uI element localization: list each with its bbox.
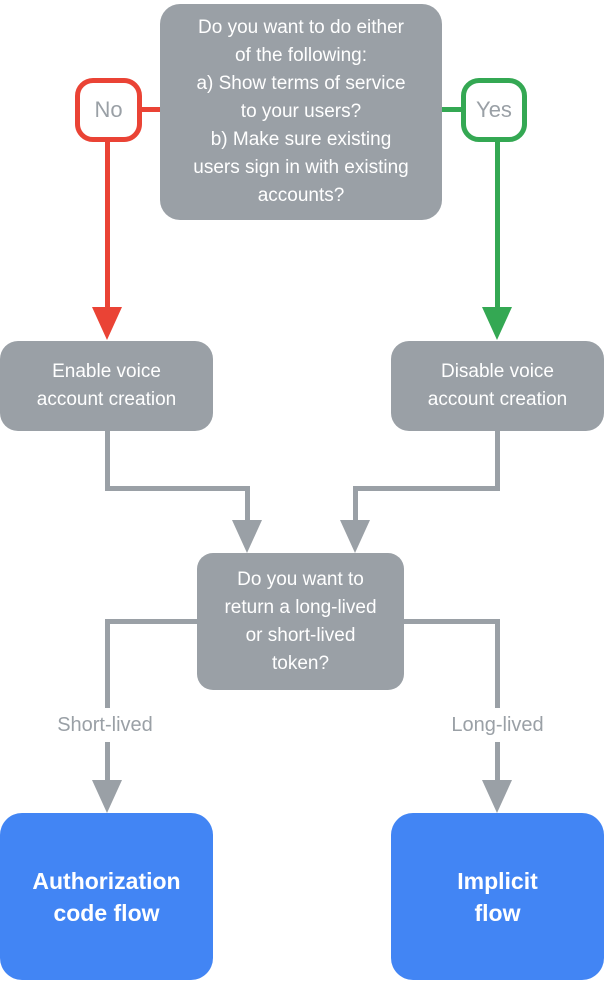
long-lived-connector-vertical — [495, 619, 500, 783]
short-lived-label: Short-lived — [22, 708, 188, 742]
short-lived-connector-vertical — [105, 619, 110, 783]
long-lived-label: Long-lived — [412, 708, 583, 742]
no-badge: No — [75, 78, 142, 142]
disable-voice-account-creation-box: Disable voice account creation — [391, 341, 604, 431]
enable-connector-drop — [245, 486, 250, 522]
disable-arrowhead-icon — [340, 520, 370, 553]
yes-badge: Yes — [461, 78, 527, 142]
disable-connector-vertical — [495, 431, 500, 491]
question-box-token-lifetime: Do you want to return a long-lived or sh… — [197, 553, 404, 690]
no-connector-horizontal — [142, 107, 160, 112]
question-box-terms-of-service: Do you want to do either of the followin… — [160, 4, 442, 220]
yes-connector-horizontal — [442, 107, 461, 112]
authorization-code-flow-box: Authorization code flow — [0, 813, 213, 980]
no-arrowhead-icon — [92, 307, 122, 340]
long-lived-connector-horizontal — [404, 619, 499, 624]
implicit-flow-box: Implicit flow — [391, 813, 604, 980]
no-connector-vertical — [105, 140, 110, 308]
enable-connector-horizontal — [105, 486, 250, 491]
enable-voice-account-creation-box: Enable voice account creation — [0, 341, 213, 431]
disable-connector-horizontal — [355, 486, 500, 491]
yes-arrowhead-icon — [482, 307, 512, 340]
short-lived-arrowhead-icon — [92, 780, 122, 813]
long-lived-arrowhead-icon — [482, 780, 512, 813]
disable-connector-drop — [353, 486, 358, 522]
enable-arrowhead-icon — [232, 520, 262, 553]
short-lived-connector-horizontal — [105, 619, 197, 624]
enable-connector-vertical — [105, 431, 110, 491]
yes-connector-vertical — [495, 140, 500, 308]
